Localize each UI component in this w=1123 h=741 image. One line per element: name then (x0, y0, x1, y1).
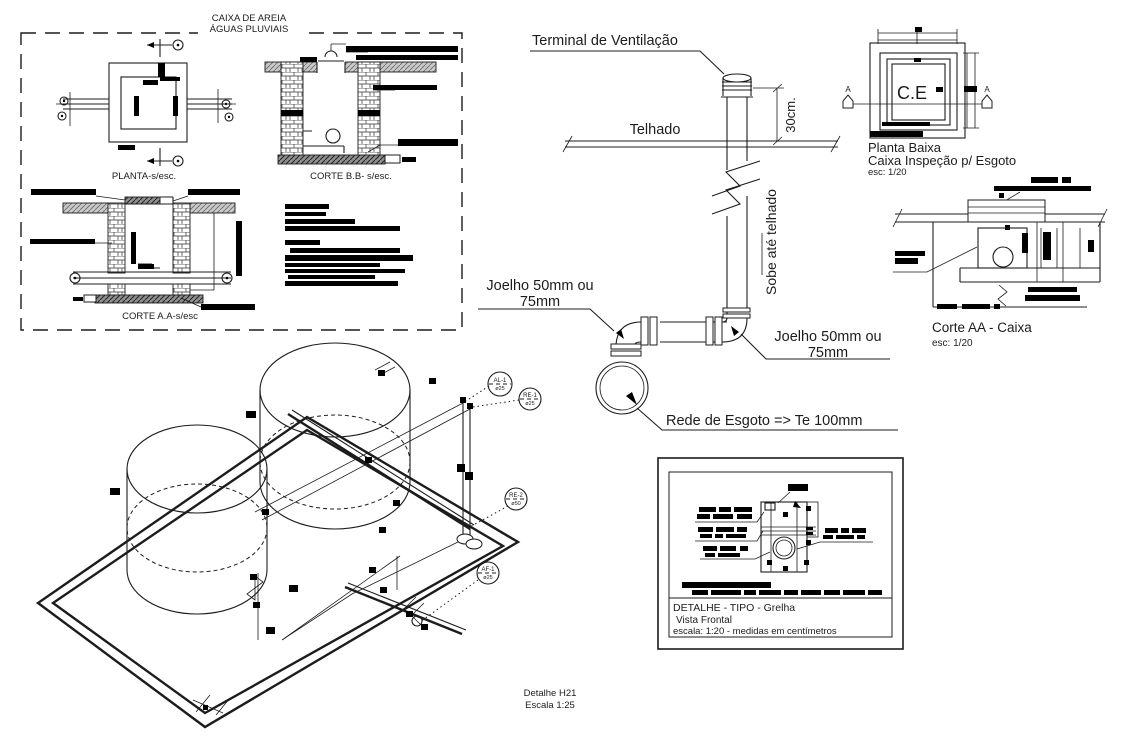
sand-box-title-2: ÁGUAS PLUVIAIS (210, 24, 289, 35)
detalhe-tipo-box: DETALHE - TIPO - Grelha Vista Frontal es… (657, 457, 904, 650)
planta-baixa-ce: A A C.E Planta Baixa Caixa Inspeção p/ E… (842, 27, 1016, 178)
section-arrow-a-right: A (981, 85, 993, 109)
sobe-telhado-label: Sobe até telhado (763, 189, 779, 295)
vent-stack-detail: Terminal de Ventilação 30cm. Telhado Sob… (478, 33, 898, 431)
corte-aa-caixa-caption-1: Corte AA - Caixa (932, 320, 1032, 335)
svg-text:ø25: ø25 (495, 386, 504, 392)
svg-text:RE-2: RE-2 (509, 493, 523, 499)
joelho-right-label-2: 75mm (808, 345, 848, 361)
joelho-left-label-2: 75mm (520, 294, 560, 310)
svg-text:AL-1: AL-1 (494, 378, 507, 384)
notes-redacted-bars (285, 204, 413, 286)
svg-text:ø25: ø25 (483, 575, 492, 581)
svg-text:ø25: ø25 (525, 401, 534, 407)
svg-text:A: A (984, 85, 990, 94)
tank-left (126, 424, 268, 615)
ce-label: C.E (897, 83, 927, 103)
svg-text:RE-1: RE-1 (523, 393, 537, 399)
planta-baixa-caption-1: Planta Baixa (868, 140, 942, 155)
corte-aa-label: CORTE A.A-s/esc (122, 311, 198, 322)
sand-box-title-1: CAIXA DE AREIA (212, 13, 287, 24)
detalhe-h21-caption: Detalhe H21 Escala 1:25 (524, 688, 577, 711)
planta-baixa-caption-3: esc: 1/20 (868, 167, 907, 178)
tag-al1: AL-1 ø25 (465, 371, 513, 402)
svg-text:AF-1: AF-1 (481, 567, 495, 573)
tag-re1: RE-1 ø25 (472, 387, 542, 411)
corte-bb-view: CORTE B.B- s/esc. (264, 43, 458, 182)
sand-box-detail: CAIXA DE AREIA ÁGUAS PLUVIAIS PL (20, 8, 463, 331)
detalhe-tipo-line1: DETALHE - TIPO - Grelha (673, 602, 795, 614)
svg-text:A: A (845, 85, 851, 94)
corte-bb-label: CORTE B.B- s/esc. (310, 171, 392, 182)
rede-esgoto-label: Rede de Esgoto => Te 100mm (666, 413, 862, 429)
planta-baixa-caption-2: Caixa Inspeção p/ Esgoto (868, 153, 1016, 168)
joelho-right-label-1: Joelho 50mm ou (774, 329, 881, 345)
corte-aa-view: CORTE A.A-s/esc (30, 189, 255, 322)
detalhe-tipo-line2: Vista Frontal (676, 615, 732, 626)
dim-30cm: 30cm. (783, 97, 798, 132)
vent-cap-icon (721, 73, 753, 98)
tag-af1: AF-1 ø25 (419, 561, 500, 623)
detalhe-h21-line1: Detalhe H21 (524, 688, 577, 699)
detalhe-tipo-line3: escala: 1:20 - medidas em centímetros (673, 626, 837, 637)
planta-label: PLANTA-s/esc. (112, 171, 176, 182)
planta-view: PLANTA-s/esc. (56, 39, 236, 182)
telhado-label: Telhado (630, 122, 681, 138)
terminal-ventilacao-label: Terminal de Ventilação (532, 33, 678, 49)
corte-aa-caixa: Corte AA - Caixa esc: 1/20 (892, 177, 1108, 349)
tag-re2: RE-2 ø50 (467, 487, 528, 529)
isometric-view: AL-1 ø25 RE-1 ø25 RE-2 ø50 AF-1 ø25 (35, 342, 542, 729)
svg-text:ø50: ø50 (511, 501, 520, 507)
title-mask (198, 8, 300, 38)
joelho-left-label-1: Joelho 50mm ou (486, 278, 593, 294)
corte-aa-caixa-caption-2: esc: 1/20 (932, 338, 973, 349)
detalhe-h21-line2: Escala 1:25 (525, 700, 575, 711)
section-arrow-a-left: A (842, 85, 854, 109)
